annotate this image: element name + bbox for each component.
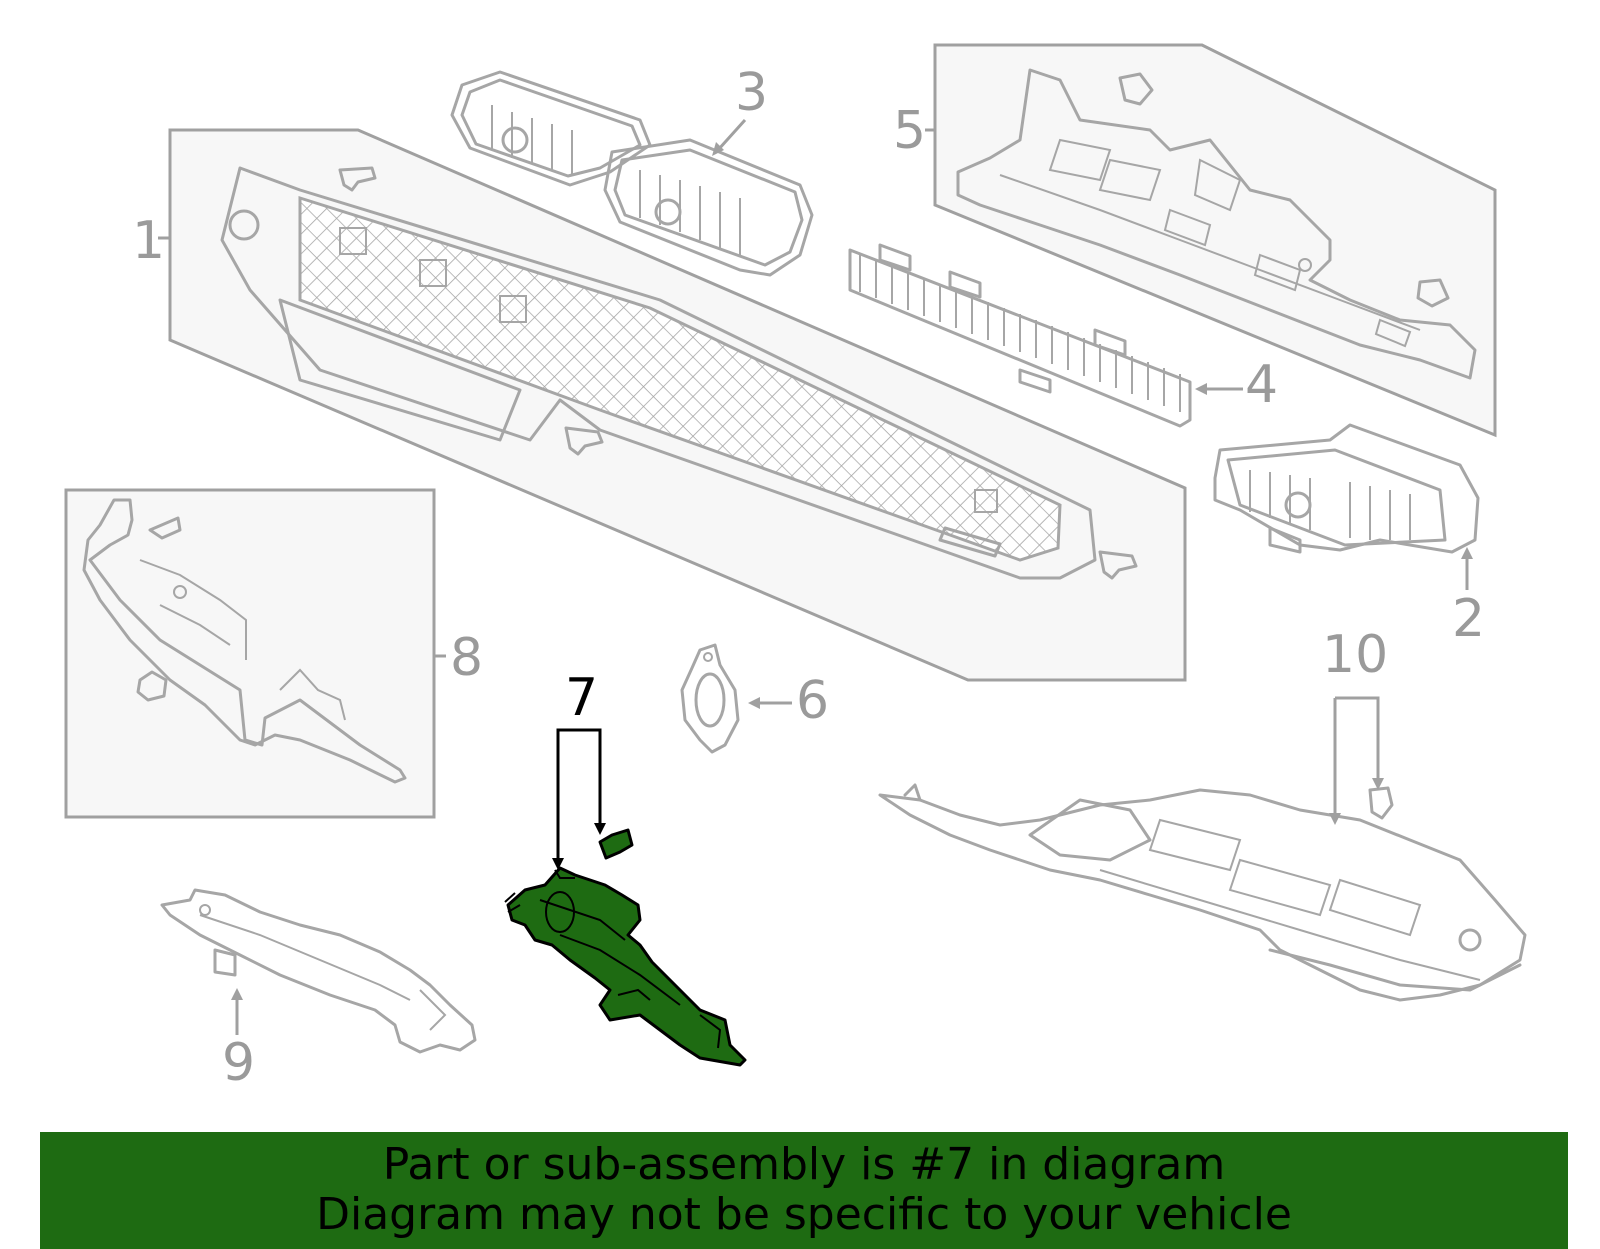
banner-line-2: Diagram may not be specific to your vehi… (316, 1189, 1292, 1240)
callout-4: 4 (1245, 355, 1278, 415)
part-5-duct (956, 68, 1477, 380)
callout-9: 9 (222, 1033, 255, 1093)
callout-8: 8 (450, 628, 483, 688)
part-6-grommet (680, 643, 740, 754)
callout-10: 10 (1322, 625, 1388, 685)
callout-7: 7 (565, 668, 598, 728)
info-banner: Part or sub-assembly is #7 in diagram Di… (40, 1132, 1568, 1249)
part-8-panel (64, 488, 436, 819)
callout-labels: 1 2 3 4 5 6 7 8 9 10 (132, 63, 1485, 1093)
part-1-clips (338, 166, 1138, 580)
part-4-grille (848, 243, 1192, 428)
part-7-bracket-highlighted (504, 828, 747, 1067)
leader-line-7 (552, 728, 606, 870)
callout-3: 3 (735, 63, 768, 123)
callout-1: 1 (132, 211, 165, 271)
leader-lines (158, 118, 1473, 1035)
callout-2: 2 (1452, 589, 1485, 649)
part-8-bracket (82, 498, 407, 784)
part-1-garnish (220, 166, 1097, 580)
part-5-panel (933, 43, 1497, 438)
callout-6: 6 (796, 671, 829, 731)
part-3-vents (450, 70, 814, 277)
part-10-glovebox (878, 783, 1527, 1002)
part-9-bracket (160, 888, 477, 1054)
banner-line-1: Part or sub-assembly is #7 in diagram (382, 1139, 1226, 1190)
part-1-panel (168, 128, 1187, 682)
callout-5: 5 (893, 101, 926, 161)
part-2-vent (1213, 423, 1480, 554)
